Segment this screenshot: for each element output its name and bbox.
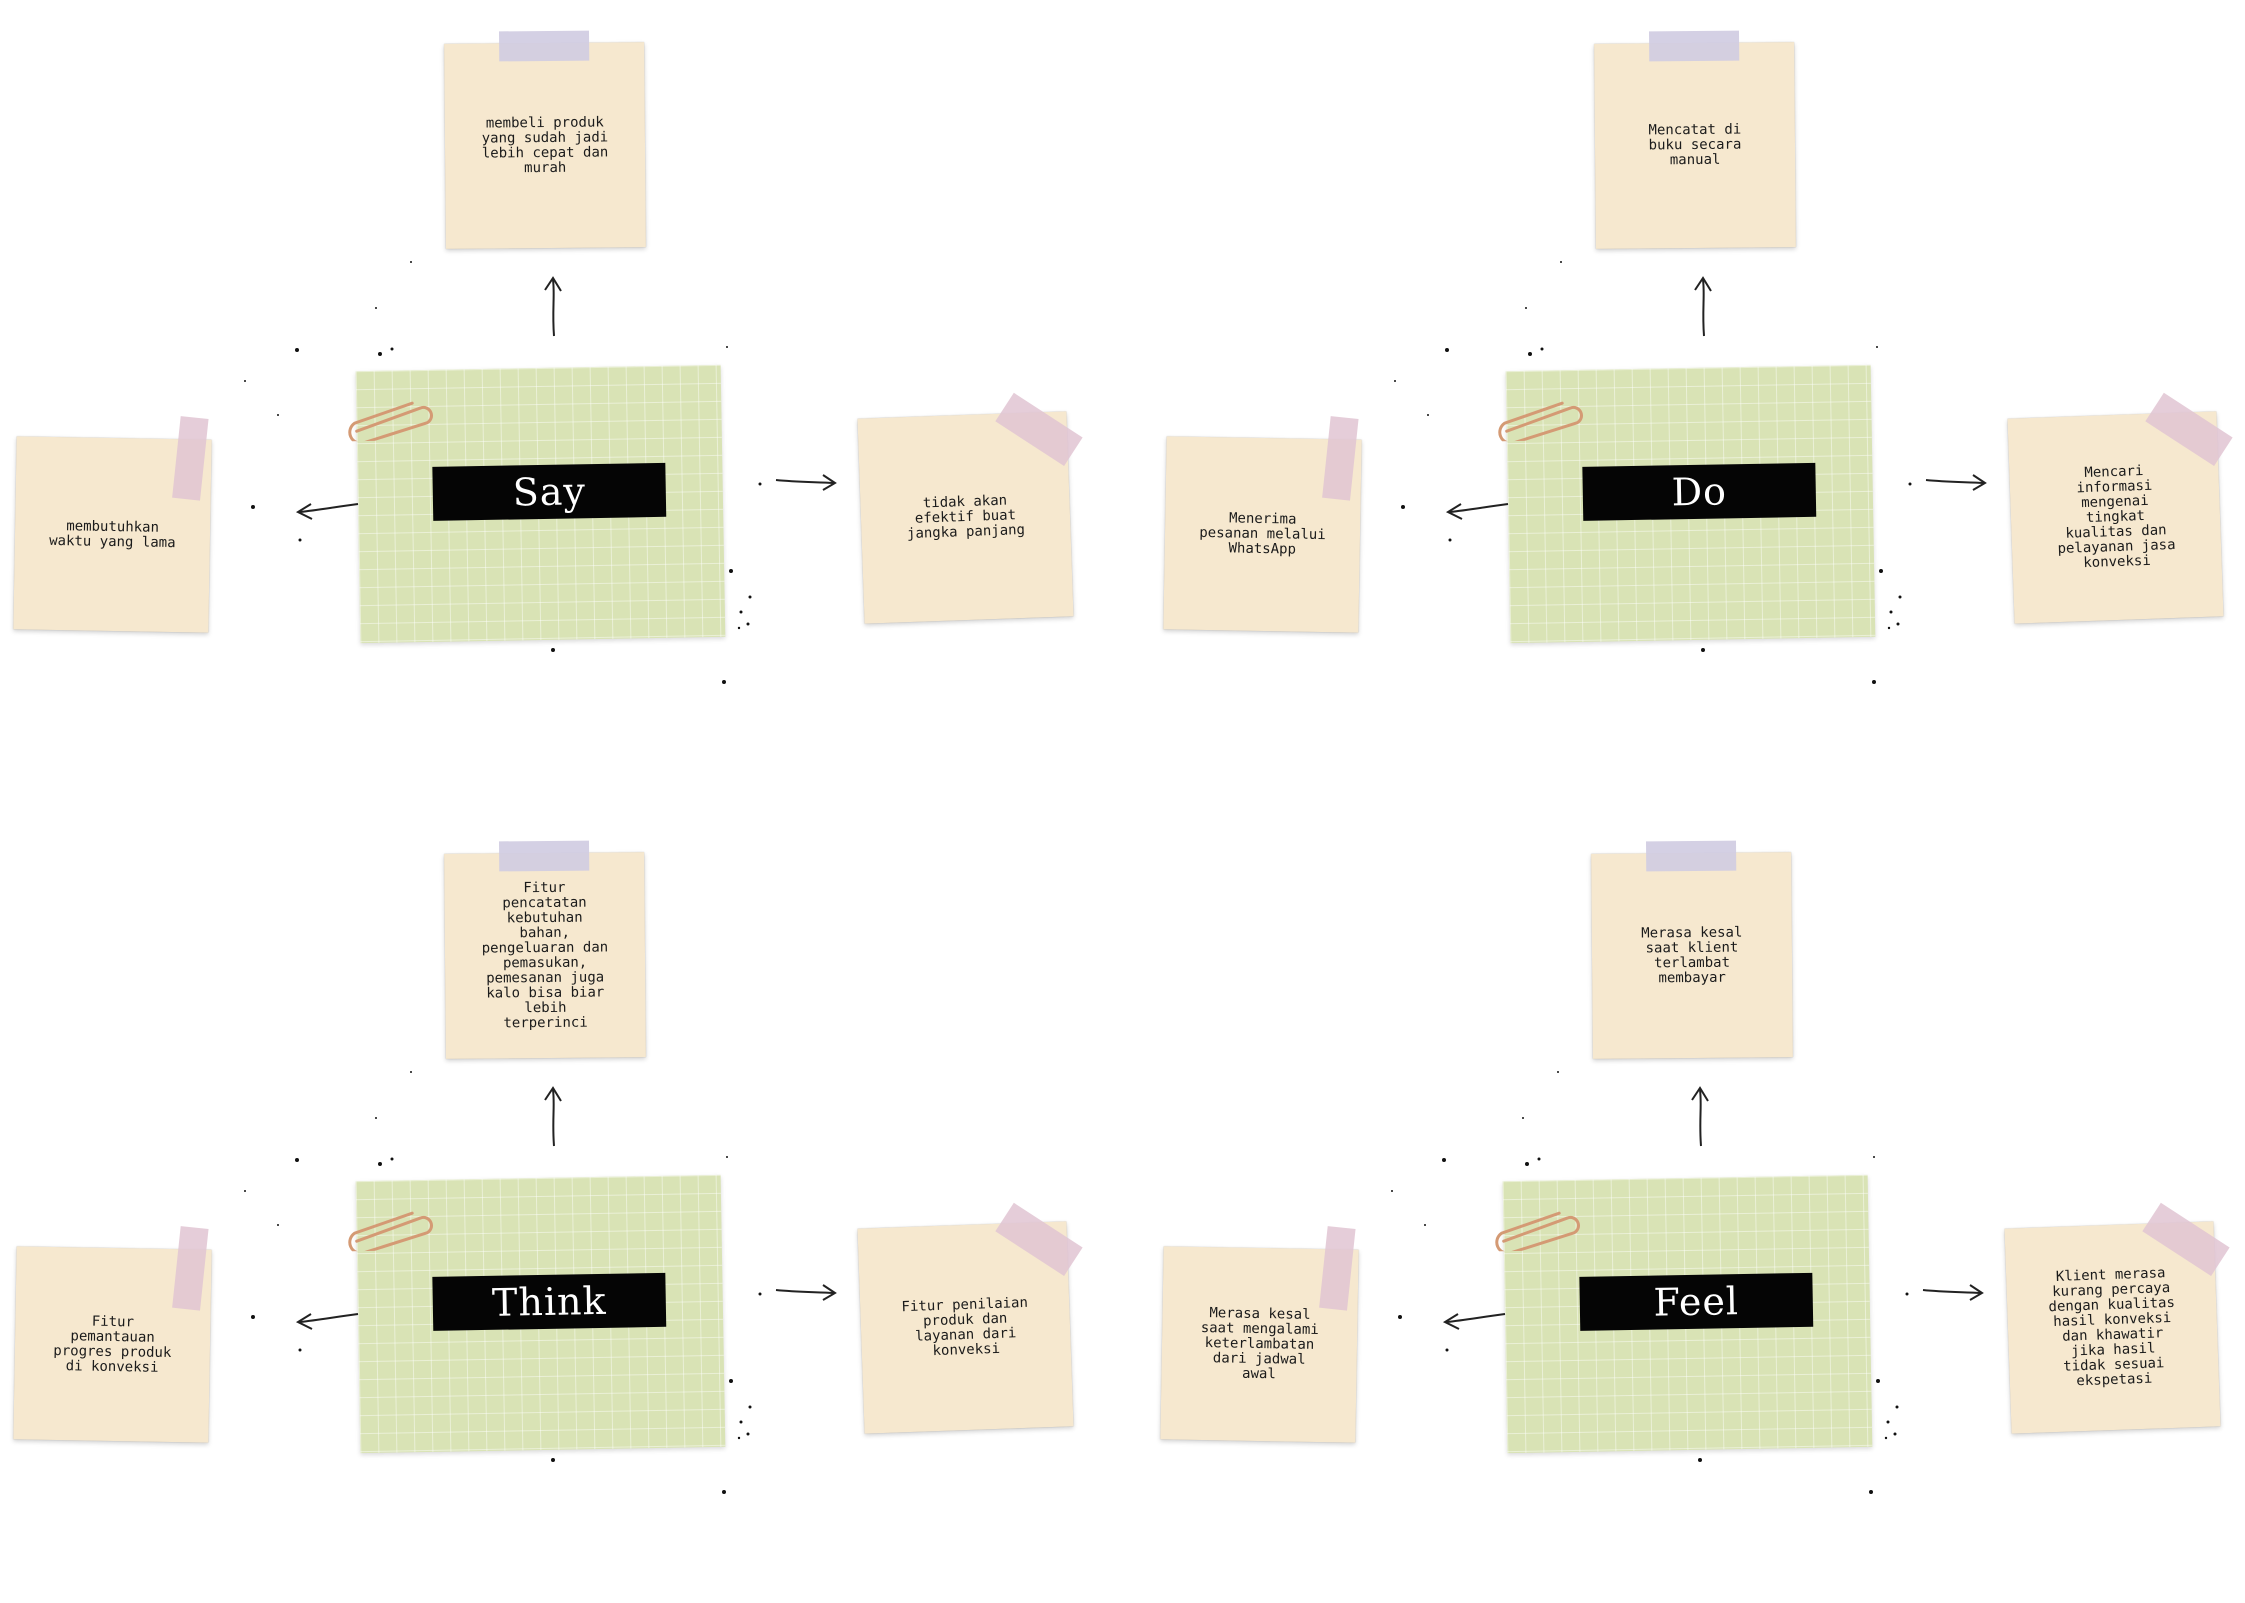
- say-label: Say: [432, 462, 667, 521]
- tape: [995, 1202, 1083, 1276]
- think-label: Think: [432, 1272, 667, 1331]
- say-top-note-text: membeli produk yang sudah jadi lebih cep…: [481, 113, 609, 176]
- say-left-note: membutuhkan waktu yang lama: [13, 416, 212, 633]
- think-left-note-text: Fitur pemantauan progres produk di konve…: [53, 1313, 172, 1376]
- feel-main-card: Feel: [1495, 1174, 1873, 1454]
- think-main-card: Think: [348, 1174, 726, 1454]
- tape: [499, 840, 590, 872]
- feel-left-note: Merasa kesal saat mengalami keterlambata…: [1160, 1226, 1359, 1443]
- tape: [2145, 392, 2233, 466]
- do-left-note-text: Menerima pesanan melalui WhatsApp: [1199, 510, 1326, 558]
- do-main-card: Do: [1498, 364, 1876, 644]
- think-top-note: Fitur pencatatan kebutuhan bahan, pengel…: [444, 840, 646, 1059]
- do-quadrant: Mencatat di buku secara manual Menerima …: [1150, 0, 2245, 793]
- tape: [1322, 416, 1359, 501]
- think-left-note: Fitur pemantauan progres produk di konve…: [13, 1226, 212, 1443]
- feel-top-note-text: Merasa kesal saat klient terlambat memba…: [1641, 924, 1743, 986]
- paperclip-icon: [348, 401, 434, 442]
- do-right-note-text: Mencari informasi mengenai tingkat kuali…: [2057, 463, 2176, 572]
- say-main-card: Say: [348, 364, 726, 644]
- feel-top-note: Merasa kesal saat klient terlambat memba…: [1591, 840, 1793, 1059]
- tape: [995, 392, 1083, 466]
- tape: [172, 416, 209, 501]
- paperclip-icon: [1495, 1211, 1581, 1252]
- say-right-note: tidak akan efektif buat jangka panjang: [857, 392, 1083, 624]
- think-right-note: Fitur penilaian produk dan layanan dari …: [857, 1202, 1083, 1434]
- do-right-note: Mencari informasi mengenai tingkat kuali…: [2007, 392, 2233, 624]
- say-top-note: membeli produk yang sudah jadi lebih cep…: [444, 30, 646, 249]
- feel-quadrant: Merasa kesal saat klient terlambat memba…: [1147, 810, 2245, 1603]
- feel-right-note: Klient merasa kurang percaya dengan kual…: [2004, 1202, 2230, 1434]
- feel-left-note-text: Merasa kesal saat mengalami keterlambata…: [1200, 1305, 1319, 1383]
- think-right-note-text: Fitur penilaian produk dan layanan dari …: [901, 1294, 1029, 1359]
- paperclip-icon: [348, 1211, 434, 1252]
- tape: [499, 30, 590, 62]
- paperclip-icon: [1498, 401, 1584, 442]
- feel-label: Feel: [1579, 1272, 1814, 1331]
- think-quadrant: Fitur pencatatan kebutuhan bahan, pengel…: [0, 810, 1122, 1603]
- tape: [1319, 1226, 1356, 1311]
- think-top-note-text: Fitur pencatatan kebutuhan bahan, pengel…: [481, 879, 609, 1031]
- do-left-note: Menerima pesanan melalui WhatsApp: [1163, 416, 1362, 633]
- say-left-note-text: membutuhkan waktu yang lama: [49, 517, 176, 551]
- feel-right-note-text: Klient merasa kurang percaya dengan kual…: [2048, 1264, 2176, 1389]
- tape: [172, 1226, 209, 1311]
- do-label: Do: [1582, 462, 1817, 521]
- tape: [1646, 840, 1737, 872]
- do-top-note: Mencatat di buku secara manual: [1594, 30, 1796, 249]
- tape: [1649, 30, 1740, 62]
- do-top-note-text: Mencatat di buku secara manual: [1648, 121, 1742, 169]
- say-quadrant: membeli produk yang sudah jadi lebih cep…: [0, 0, 1122, 793]
- say-right-note-text: tidak akan efektif buat jangka panjang: [906, 492, 1026, 543]
